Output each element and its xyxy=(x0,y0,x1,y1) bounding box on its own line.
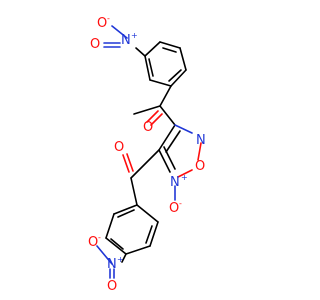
n-oxide-o-charge: - xyxy=(179,199,182,208)
nitro-bottom-o-minus-charge: - xyxy=(98,233,101,242)
nitro-top-o: O xyxy=(90,37,100,52)
furoxan-ring xyxy=(158,124,202,201)
nitro-top-o-minus: O xyxy=(97,16,107,31)
bottom-nitro-group xyxy=(96,245,127,279)
ring-n: N xyxy=(196,133,206,148)
bottom-benzene-ring xyxy=(105,204,159,255)
nitro-bottom-o: O xyxy=(107,279,117,294)
ring-o: O xyxy=(195,159,205,174)
top-benzene-ring xyxy=(144,41,187,87)
n-oxide-o: O xyxy=(169,201,179,216)
ketone-top-o: O xyxy=(143,120,153,135)
nitro-top-n-charge: + xyxy=(131,31,138,40)
nitro-bottom-n-charge: + xyxy=(117,255,124,264)
nitro-bottom-o-minus: O xyxy=(88,235,98,250)
ring-n-oxide-charge: + xyxy=(181,173,188,182)
molecule-diagram: O - N + O O N O N + O - O O - N + O xyxy=(88,14,206,294)
nitro-top-n: N xyxy=(121,33,131,48)
ring-n-oxide: N xyxy=(170,175,180,190)
ketone-bottom-o: O xyxy=(114,140,124,155)
top-ketone xyxy=(133,85,176,126)
top-nitro-group xyxy=(103,25,146,57)
nitro-top-o-minus-charge: - xyxy=(107,14,110,23)
nitro-bottom-n: N xyxy=(107,257,117,272)
bottom-ketone xyxy=(122,149,160,206)
